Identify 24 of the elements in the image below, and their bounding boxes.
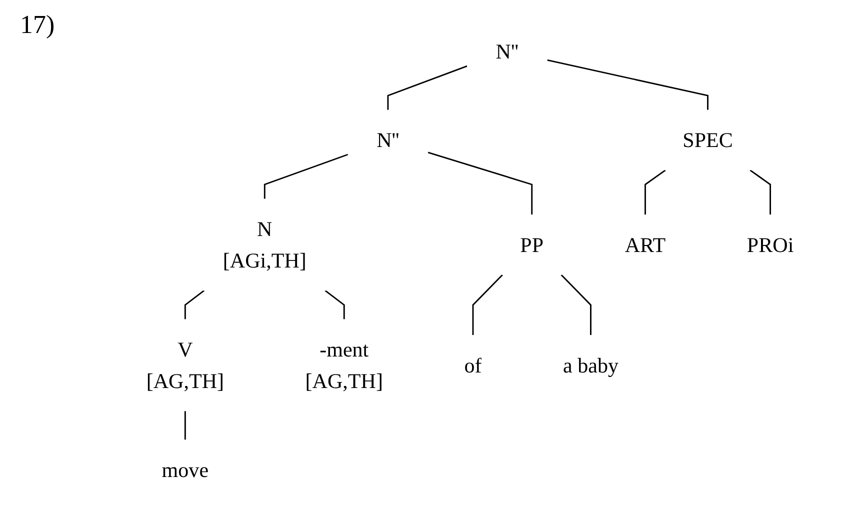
node-text: N'' — [496, 39, 519, 64]
connector — [644, 170, 666, 215]
node-text: -ment [AG,TH] — [305, 337, 383, 393]
node-text: a baby — [563, 353, 618, 378]
node-text: PP — [520, 232, 544, 257]
connector — [428, 152, 533, 215]
node-text: SPEC — [682, 128, 733, 152]
node-text: ART — [624, 232, 666, 257]
connector — [264, 154, 348, 199]
connector — [560, 274, 592, 336]
connector — [547, 59, 708, 110]
node-text: N [AGi,TH] — [222, 217, 306, 272]
node-text: V [AG,TH] — [146, 337, 224, 393]
example-number: 17) — [20, 10, 55, 40]
node-text: N'' — [376, 128, 400, 152]
node-text: move — [162, 458, 209, 482]
connector — [184, 290, 205, 320]
connector — [750, 170, 771, 215]
connector — [472, 274, 503, 336]
connector — [387, 65, 468, 110]
connector — [324, 290, 345, 320]
node-text: PROi — [746, 232, 794, 257]
connector — [184, 411, 186, 440]
node-text: of — [464, 353, 482, 378]
